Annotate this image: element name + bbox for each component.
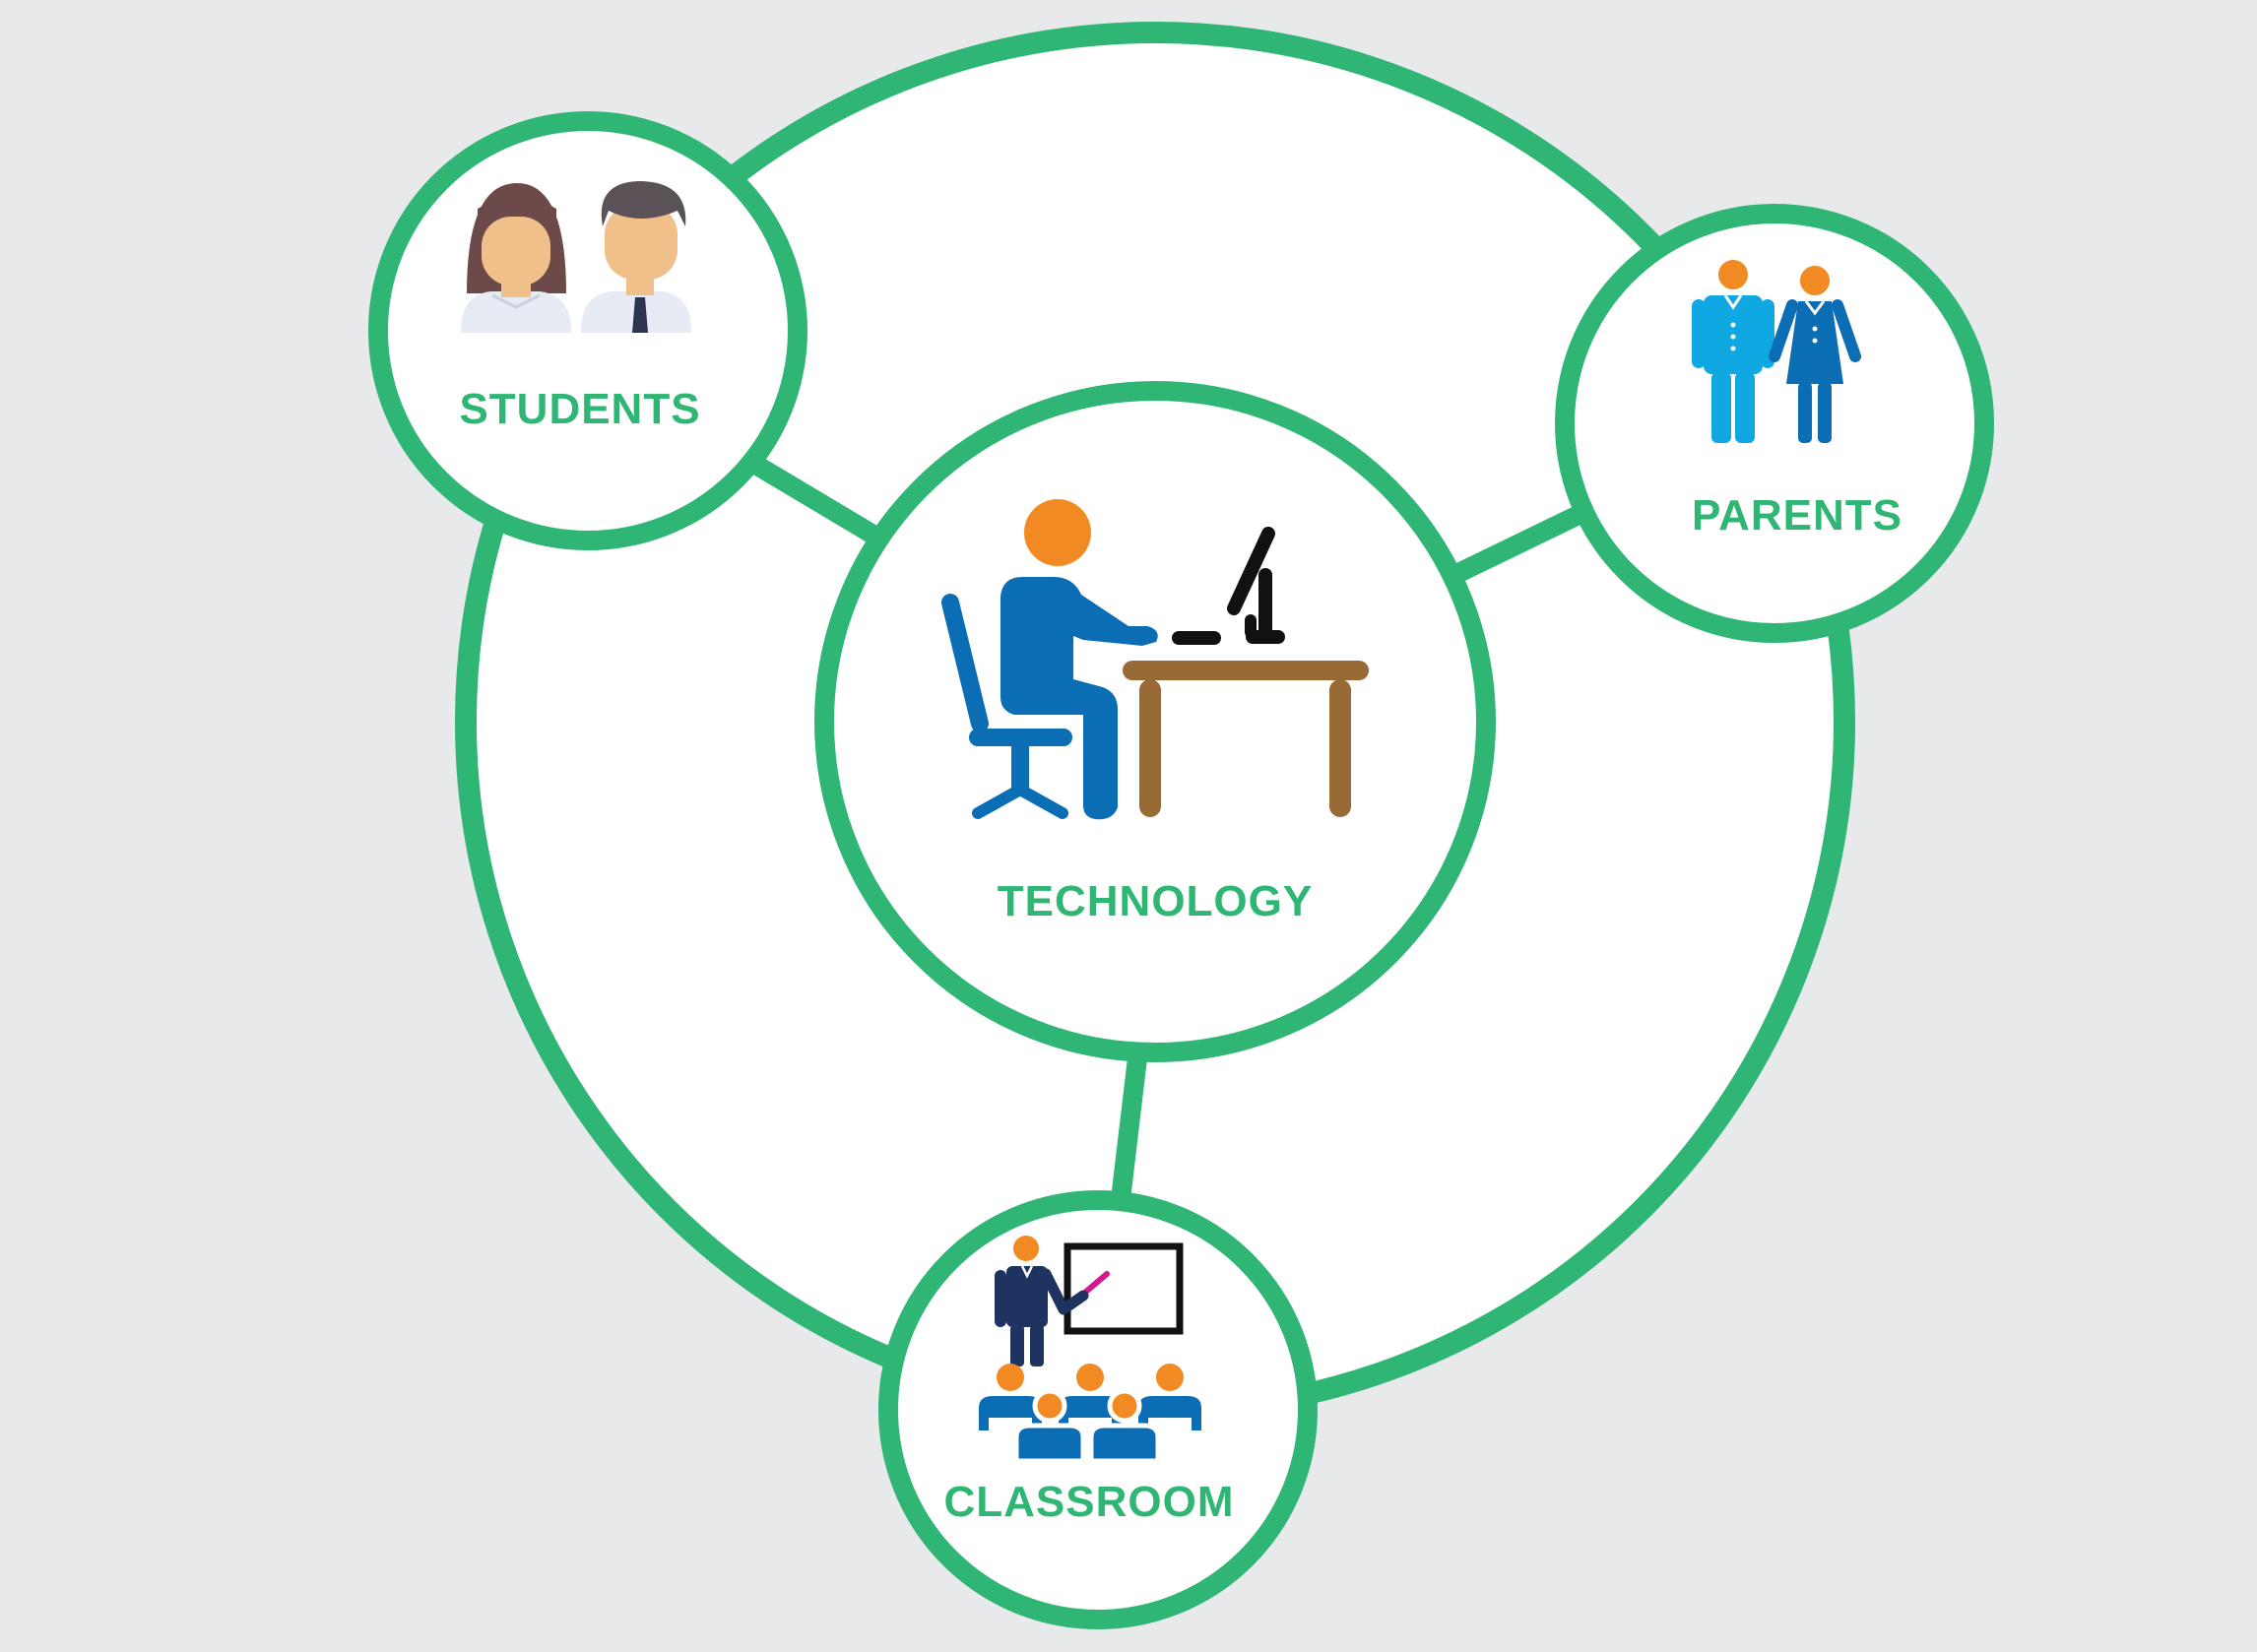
parents-label: PARENTS [1692,491,1902,540]
person-at-computer-desk-icon [941,499,1369,820]
connector-classroom-technology [1111,1056,1147,1201]
classroom-label: CLASSROOM [944,1478,1235,1526]
parents-circle [1555,204,1994,643]
two-students-icon [461,181,691,333]
technology-label: TECHNOLOGY [998,877,1313,925]
students-label: STUDENTS [459,385,700,433]
man-and-woman-parents-icon [1692,260,1861,443]
teacher-with-board-and-class-icon [979,1236,1201,1464]
